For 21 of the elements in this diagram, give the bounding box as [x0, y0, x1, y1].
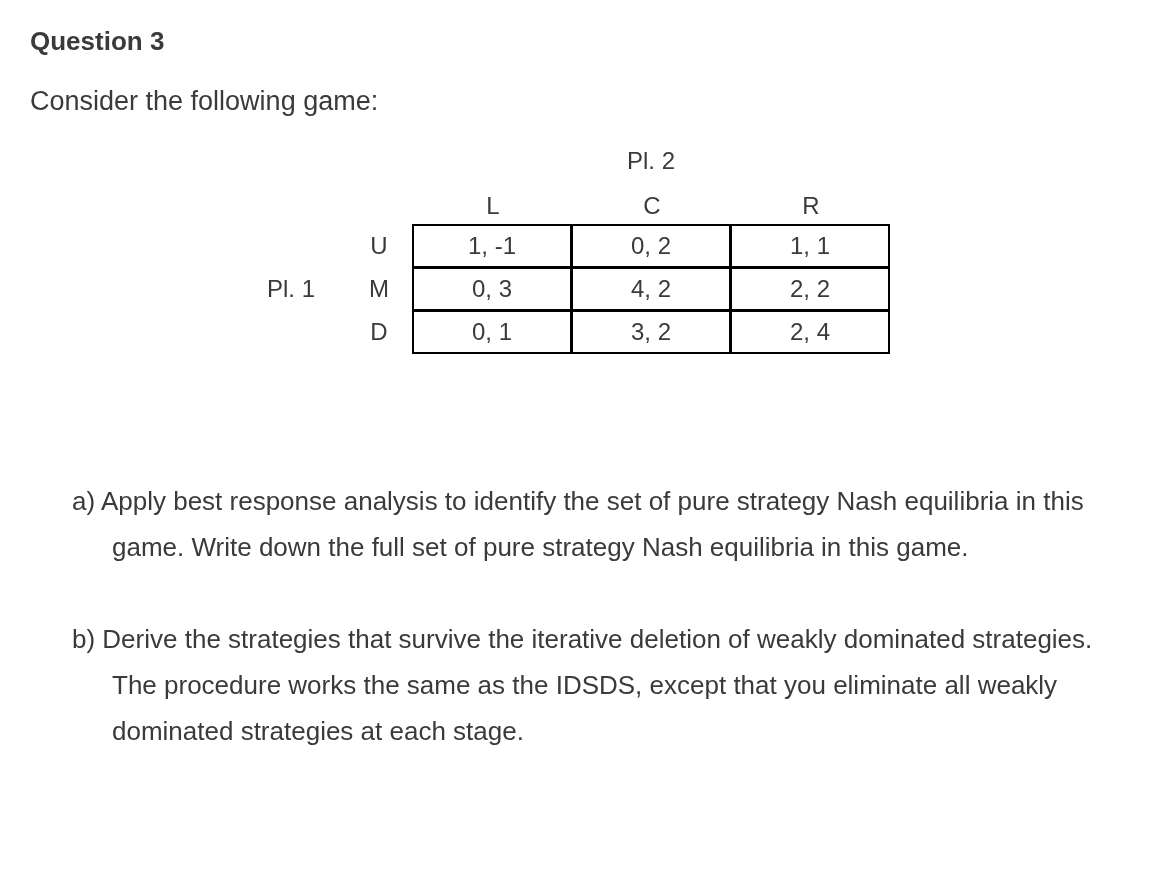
payoff-cell: 2, 2 — [730, 267, 890, 311]
intro-text: Consider the following game: — [30, 86, 379, 117]
table-header: R — [802, 192, 820, 220]
payoff-cell: 1, 1 — [730, 224, 890, 268]
question-title: Question 3 — [30, 26, 165, 57]
payoff-cell: 0, 3 — [412, 267, 572, 311]
table-header: Pl. 1 — [267, 275, 315, 303]
table-header: D — [370, 318, 388, 346]
payoff-cell: 4, 2 — [571, 267, 731, 311]
payoff-cell: 3, 2 — [571, 310, 731, 354]
table-header: L — [486, 192, 500, 220]
payoff-cell: 2, 4 — [730, 310, 890, 354]
payoff-cell: 1, -1 — [412, 224, 572, 268]
payoff-cell: 0, 2 — [571, 224, 731, 268]
table-header: U — [370, 232, 388, 260]
table-header: C — [643, 192, 661, 220]
question-part: b) Derive the strategies that survive the iterative deletion of weakly dominated strategies. The procedure works the same as the IDSDS, except that you eliminate all weakly dominated strategies at each stage. — [72, 623, 1094, 748]
payoff-cell: 0, 1 — [412, 310, 572, 354]
table-header: M — [369, 275, 389, 303]
table-header: Pl. 2 — [627, 147, 675, 175]
question-part: a) Apply best response analysis to identify the set of pure strategy Nash equilibria in this game. Write down the full set of pure strategy Nash equilibria in this game. — [72, 485, 1085, 564]
